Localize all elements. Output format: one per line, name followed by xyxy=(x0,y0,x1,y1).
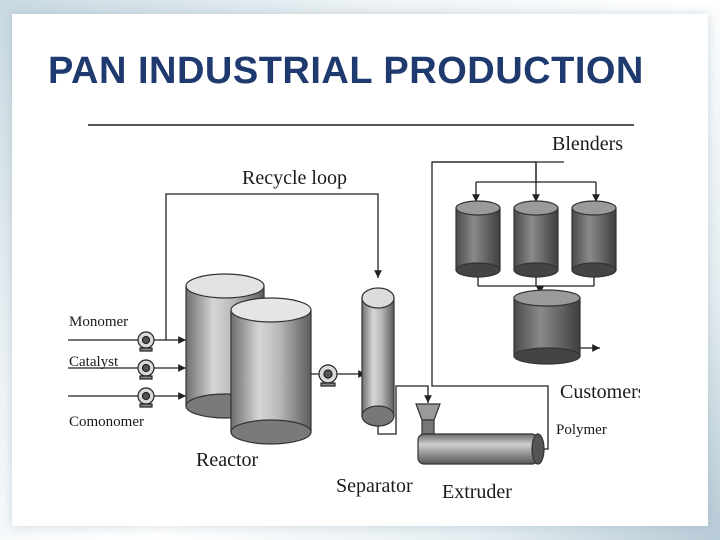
label-blenders: Blenders xyxy=(552,133,623,155)
label-recycle-loop: Recycle loop xyxy=(242,167,347,189)
label-reactor: Reactor xyxy=(196,449,259,471)
blender-feed-lines xyxy=(432,161,600,202)
label-comonomer: Comonomer xyxy=(69,414,144,430)
label-extruder: Extruder xyxy=(442,481,512,502)
label-separator: Separator xyxy=(336,475,413,497)
separator-outlet-line xyxy=(377,385,432,435)
storage-tank xyxy=(513,289,581,365)
title-divider xyxy=(88,124,634,126)
label-monomer: Monomer xyxy=(69,314,128,330)
label-catalyst: Catalyst xyxy=(69,354,119,370)
slide-title: PAN INDUSTRIAL PRODUCTION xyxy=(48,50,644,92)
label-customers: Customers xyxy=(560,381,640,403)
blender-vessels xyxy=(455,200,617,278)
separator-column xyxy=(361,287,395,427)
transfer-pump-icon xyxy=(318,364,338,387)
reactor-vessels xyxy=(185,273,312,445)
diagram-labels: Blenders Recycle loop Monomer Catalyst C… xyxy=(69,133,640,502)
recycle-loop-line xyxy=(165,193,382,340)
label-polymer: Polymer xyxy=(556,422,607,438)
extruder-unit xyxy=(415,403,545,465)
feed-pump-icons xyxy=(137,331,155,408)
process-flow-diagram: Blenders Recycle loop Monomer Catalyst C… xyxy=(66,128,640,502)
